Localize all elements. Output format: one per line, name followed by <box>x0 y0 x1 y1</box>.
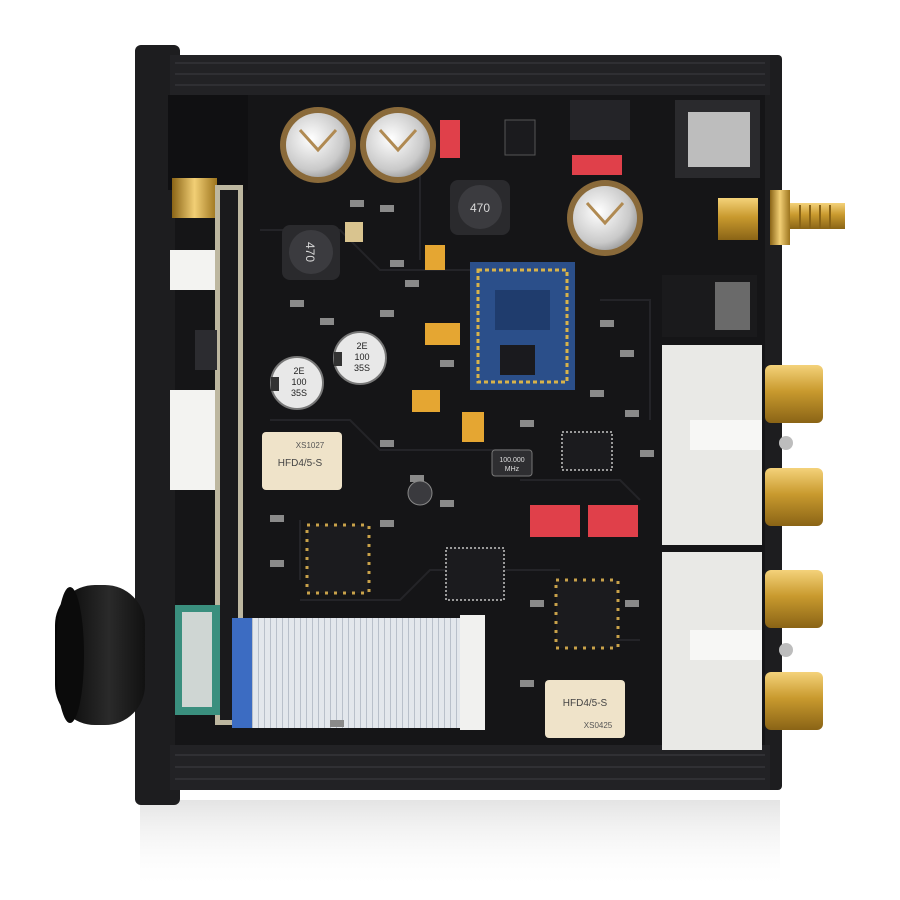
crystal-oscillator: 100.000 MHz <box>491 449 533 477</box>
relay-right-model: HFD4/5-S <box>563 698 608 709</box>
inductor-top-label: 470 <box>470 201 490 215</box>
cap1-line3: 35S <box>354 363 370 373</box>
ribbon-cable <box>175 605 485 730</box>
cap1-line1: 2E <box>356 341 367 351</box>
bluetooth-module <box>470 262 575 390</box>
relay-left-model: HFD4/5-S <box>278 458 323 469</box>
ic-chips <box>305 119 620 650</box>
inductor-top: 470 <box>450 180 510 235</box>
relay-right: HFD4/5-S XS0425 <box>545 680 625 738</box>
cap1-line2: 100 <box>354 352 369 362</box>
cap2-line3: 35S <box>291 388 307 398</box>
small-capacitor-1: 2E 100 35S <box>333 331 387 385</box>
cap2-line1: 2E <box>293 366 304 376</box>
crystal-label: 100.000 <box>499 457 524 464</box>
antenna-connector <box>718 190 845 245</box>
aluminium-enclosure <box>135 45 782 805</box>
trimmer <box>407 480 433 506</box>
smd-components <box>345 120 638 537</box>
inductor-left-label: 470 <box>303 242 317 262</box>
small-capacitor-2: 2E 100 35S <box>270 356 324 410</box>
relay-left: XS1027 HFD4/5-S <box>262 432 342 490</box>
usb-and-optical-ports <box>570 100 760 337</box>
floor-reflection <box>140 800 780 890</box>
smd-passives <box>270 200 654 727</box>
volume-knob <box>55 585 145 725</box>
cap2-line2: 100 <box>291 377 306 387</box>
rca-jack-blocks <box>662 345 762 750</box>
crystal-unit: MHz <box>505 466 520 473</box>
rca-jacks <box>765 365 823 730</box>
relay-left-code: XS1027 <box>296 441 325 450</box>
relay-right-code: XS0425 <box>584 721 613 730</box>
inductor-left: 470 <box>282 225 340 280</box>
electrolytic-capacitors <box>280 107 643 256</box>
